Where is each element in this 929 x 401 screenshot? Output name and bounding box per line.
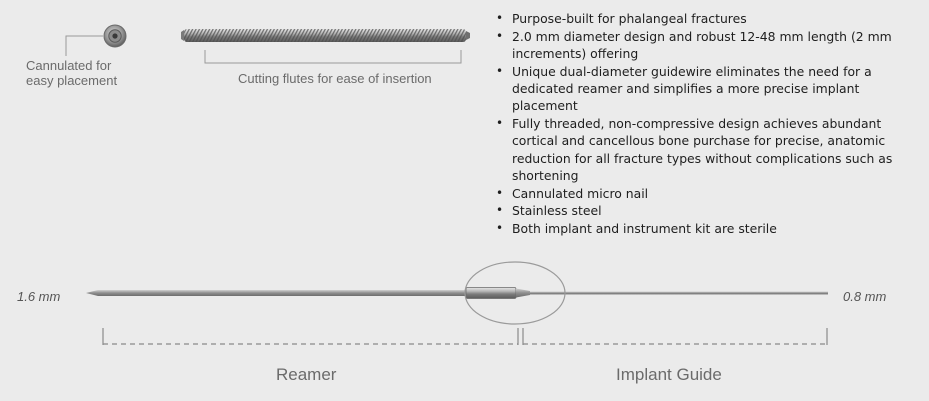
cannulated-leader-line (65, 35, 103, 56)
reamer-label: Reamer (276, 365, 337, 384)
implant-guide-span-bracket (522, 328, 828, 345)
screw-head-end-view (103, 24, 127, 48)
feature-item: Both implant and instrument kit are ster… (496, 220, 912, 238)
micro-nail-side-view (181, 29, 470, 42)
right-diameter-label: 0.8 mm (843, 289, 887, 304)
implant-guide-label: Implant Guide (616, 365, 722, 384)
feature-item: 2.0 mm diameter design and robust 12-48 … (496, 28, 912, 63)
detail-highlight-ellipse (464, 261, 566, 325)
cutting-flutes-callout: Cutting flutes for ease of insertion (238, 71, 432, 86)
reamer-span-bracket (102, 328, 519, 345)
cutting-flutes-bracket (204, 50, 462, 64)
feature-list: Purpose-built for phalangeal fractures 2… (496, 10, 912, 238)
feature-item: Cannulated micro nail (496, 185, 912, 203)
cannulated-callout: Cannulated for easy placement (26, 58, 118, 88)
feature-item: Unique dual-diameter guidewire eliminate… (496, 63, 912, 115)
left-diameter-label: 1.6 mm (17, 289, 61, 304)
feature-item: Fully threaded, non-compressive design a… (496, 115, 912, 185)
feature-item: Stainless steel (496, 202, 912, 220)
guidewire (86, 287, 828, 299)
feature-item: Purpose-built for phalangeal fractures (496, 10, 912, 28)
